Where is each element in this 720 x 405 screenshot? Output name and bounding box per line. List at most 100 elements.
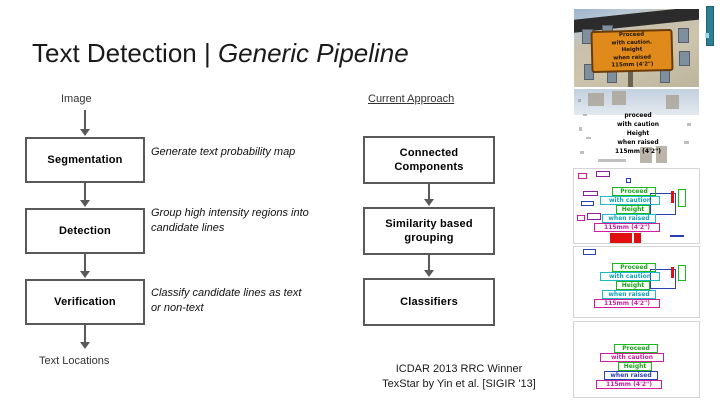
grouped-noise-box bbox=[583, 249, 596, 255]
annotation-detection: Group high intensity regions into candid… bbox=[151, 207, 309, 234]
flow-box-verification[interactable]: Verification bbox=[25, 279, 145, 325]
sign-text-line-5: 115mm (4'2") bbox=[611, 61, 654, 69]
panel-candidate-regions: Proceed with caution Height when raised … bbox=[573, 168, 700, 244]
arrow-verification-to-output-head bbox=[80, 342, 90, 349]
grouped-line-box-1: Proceed bbox=[612, 263, 656, 272]
probability-map-block bbox=[612, 91, 626, 105]
grouped-red-blob bbox=[671, 267, 674, 278]
photo-sign-post bbox=[628, 71, 633, 87]
final-line-text-2: with caution bbox=[610, 353, 654, 361]
probability-map-speck bbox=[578, 99, 581, 102]
caption-line-1: ICDAR 2013 RRC Winner bbox=[395, 363, 523, 375]
flow-box-classifiers[interactable]: Classifiers bbox=[363, 278, 495, 326]
probability-map-speck bbox=[687, 123, 691, 126]
candidate-noise-box bbox=[577, 215, 585, 221]
annotation-segmentation: Generate text probability map bbox=[151, 146, 296, 158]
annotation-verification: Classify candidate lines as text or non-… bbox=[151, 287, 302, 314]
probability-map-block bbox=[656, 146, 667, 163]
panel-grouped-lines: Proceed with caution Height when raised … bbox=[573, 246, 700, 318]
page-title-regular: Text Detection | bbox=[32, 38, 218, 68]
candidate-red-blob bbox=[671, 191, 674, 203]
flow-box-classifiers-label: Classifiers bbox=[400, 296, 458, 308]
candidate-noise-box bbox=[596, 171, 610, 177]
flow-box-segmentation[interactable]: Segmentation bbox=[25, 137, 145, 183]
final-detection-background bbox=[574, 322, 699, 397]
candidate-line-box-3: Height bbox=[616, 205, 650, 214]
photo-window bbox=[679, 51, 690, 66]
arrow-similarity-to-classifiers-line bbox=[428, 255, 430, 271]
probability-map-speck bbox=[583, 114, 587, 116]
candidate-noise-box bbox=[670, 235, 684, 237]
final-line-box-3: Height bbox=[618, 362, 652, 371]
page-title-italic: Generic Pipeline bbox=[217, 38, 409, 68]
arrow-connected-to-similarity-head bbox=[424, 199, 434, 206]
probmap-text-line-1: proceed bbox=[624, 112, 652, 119]
candidate-line-box-2: with caution bbox=[600, 196, 660, 205]
grouped-line-text-3: Height bbox=[621, 281, 645, 289]
probmap-text-line-5: 115mm (4'2") bbox=[615, 148, 661, 155]
probability-map-block bbox=[640, 147, 652, 163]
scrollbar-thumb-notch bbox=[705, 33, 709, 38]
grouped-line-box-4: when raised bbox=[602, 290, 656, 299]
candidate-noise-box bbox=[578, 173, 587, 179]
flow-box-similarity-based-grouping-label: Similarity based grouping bbox=[385, 218, 473, 244]
flow-box-connected-components-label: Connected Components bbox=[394, 147, 464, 173]
example-image-strip: Proceed with caution. Height when raised… bbox=[573, 8, 700, 398]
arrow-segmentation-to-detection-line bbox=[84, 183, 86, 201]
candidate-line-box-5: 115mm (4'2") bbox=[594, 223, 660, 232]
probability-map-text: proceed with caution Height when raised … bbox=[592, 111, 684, 156]
panel-probability-map: proceed with caution Height when raised … bbox=[573, 88, 700, 168]
terminal-label-text-locations: Text Locations bbox=[39, 355, 110, 367]
candidate-noise-box bbox=[626, 178, 631, 183]
arrow-image-to-segmentation-head bbox=[80, 129, 90, 136]
final-line-box-2: with caution bbox=[600, 353, 664, 362]
candidate-line-box-1: Proceed bbox=[612, 187, 656, 196]
flow-box-detection[interactable]: Detection bbox=[25, 208, 145, 254]
final-line-box-4: when raised bbox=[604, 371, 658, 380]
page-title: Text Detection | Generic Pipeline bbox=[32, 38, 409, 68]
flow-box-similarity-based-grouping[interactable]: Similarity based grouping bbox=[363, 207, 495, 255]
arrow-similarity-to-classifiers-head bbox=[424, 270, 434, 277]
final-line-box-5: 115mm (4'2") bbox=[596, 380, 662, 389]
arrow-connected-to-similarity-line bbox=[428, 184, 430, 200]
probability-map-speck bbox=[598, 159, 626, 162]
probability-map-speck bbox=[684, 141, 689, 144]
flow-box-segmentation-label: Segmentation bbox=[47, 154, 123, 166]
caption-line-2: TexStar by Yin et al. [SIGIR '13] bbox=[382, 378, 536, 390]
probability-map-speck bbox=[579, 127, 582, 131]
grouped-region-box bbox=[650, 269, 676, 289]
candidate-line-text-1: Proceed bbox=[620, 187, 648, 195]
final-line-text-4: when raised bbox=[610, 371, 652, 379]
grouped-line-text-2: with caution bbox=[608, 272, 652, 280]
candidate-line-box-4: when raised bbox=[602, 214, 656, 223]
candidate-line-text-3: Height bbox=[621, 205, 645, 213]
candidate-noise-box bbox=[678, 189, 686, 207]
arrow-segmentation-to-detection-head bbox=[80, 200, 90, 207]
column-heading-image: Image bbox=[61, 93, 92, 105]
arrow-detection-to-verification-line bbox=[84, 254, 86, 272]
probability-map-block bbox=[588, 93, 604, 106]
probmap-text-line-4: when raised bbox=[617, 139, 659, 146]
probmap-text-line-3: Height bbox=[626, 130, 650, 137]
flow-box-connected-components[interactable]: Connected Components bbox=[363, 136, 495, 184]
final-line-text-1: Proceed bbox=[622, 344, 650, 352]
candidate-noise-box bbox=[583, 191, 598, 196]
candidate-line-text-2: with caution bbox=[608, 196, 652, 204]
grouped-line-box-2: with caution bbox=[600, 272, 660, 281]
final-line-text-3: Height bbox=[623, 362, 647, 370]
photo-road-sign: Proceed with caution. Height when raised… bbox=[590, 28, 674, 74]
final-line-box-1: Proceed bbox=[614, 344, 658, 353]
candidate-noise-box bbox=[587, 213, 601, 220]
grouped-line-box-3: Height bbox=[616, 281, 650, 290]
final-line-text-5: 115mm (4'2") bbox=[606, 380, 652, 388]
scrollbar-thumb[interactable] bbox=[706, 6, 714, 46]
panel-original-photo: Proceed with caution. Height when raised… bbox=[573, 8, 700, 88]
candidate-noise-box bbox=[581, 201, 594, 206]
probability-map-speck bbox=[586, 137, 591, 139]
grouped-line-box-5: 115mm (4'2") bbox=[594, 299, 660, 308]
candidate-red-blob bbox=[610, 233, 632, 243]
flow-box-verification-label: Verification bbox=[54, 296, 116, 308]
arrow-image-to-segmentation-line bbox=[84, 110, 86, 130]
panel-final-detection: Proceed with caution Height when raised … bbox=[573, 321, 700, 398]
candidate-red-blob bbox=[634, 233, 641, 243]
